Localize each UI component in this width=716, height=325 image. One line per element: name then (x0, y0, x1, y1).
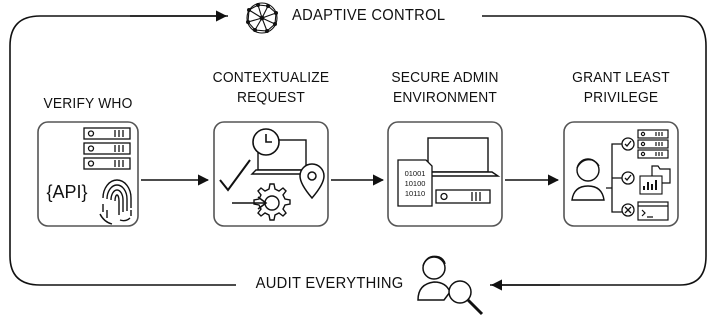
step-3-label-line-2: ENVIRONMENT (392, 89, 497, 106)
binary-icon: 01001 10100 10110 (397, 159, 433, 207)
location-pin-icon (299, 163, 325, 200)
step-3-label: SECURE ADMIN ENVIRONMENT (376, 68, 514, 108)
binary-line-3: 10110 (405, 189, 425, 198)
api-icon: {API} (46, 182, 87, 202)
server-icon (435, 189, 491, 204)
step-1-label-line-1: VERIFY WHO (43, 95, 133, 112)
checkmark-icon (219, 159, 251, 192)
audit-everything-label: AUDIT EVERYTHING (252, 275, 408, 293)
privilege-tree (606, 143, 622, 213)
server-rack-icon (83, 127, 131, 170)
network-globe-icon (246, 2, 278, 34)
laptop-icon-2 (415, 137, 501, 177)
loop-right-path (482, 15, 707, 286)
feedback-loop (9, 10, 707, 291)
clock-icon (252, 128, 280, 156)
loop-left-path (9, 15, 236, 286)
check-circle-icon (621, 137, 635, 185)
step-4-label: GRANT LEAST PRIVILEGE (552, 68, 690, 108)
step-2-label-line-2: REQUEST (236, 89, 305, 106)
gear-icon (232, 183, 291, 221)
terminal-icon (637, 201, 669, 221)
server-rack-icon-2 (637, 129, 669, 159)
step-2-label-line-1: CONTEXTUALIZE (212, 69, 330, 86)
step-4-label-line-2: PRIVILEGE (583, 89, 659, 106)
step-2-label: CONTEXTUALIZE REQUEST (202, 68, 340, 108)
user-icon (571, 158, 605, 201)
binary-line-1: 01001 (405, 169, 426, 178)
step-3-label-line-1: SECURE ADMIN (391, 69, 499, 86)
user-search-icon (417, 255, 484, 316)
adaptive-control-label: ADAPTIVE CONTROL (292, 7, 446, 25)
x-circle-icon (621, 203, 635, 217)
step-4-label-line-1: GRANT LEAST (572, 69, 670, 86)
binary-line-2: 10100 (405, 179, 426, 188)
step-1-label: VERIFY WHO (33, 94, 143, 114)
chart-icon (639, 175, 663, 195)
fingerprint-icon (99, 179, 132, 225)
